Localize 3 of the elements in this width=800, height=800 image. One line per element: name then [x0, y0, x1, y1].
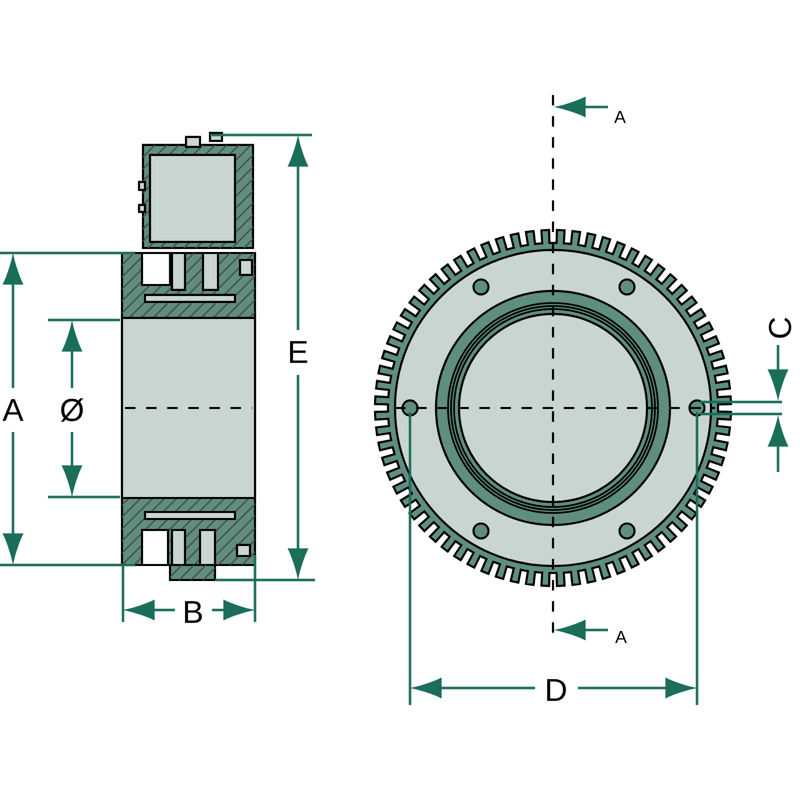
dimension-label: A — [614, 110, 626, 124]
dimension-label: C — [768, 318, 792, 338]
dimension-label: A — [615, 630, 627, 644]
